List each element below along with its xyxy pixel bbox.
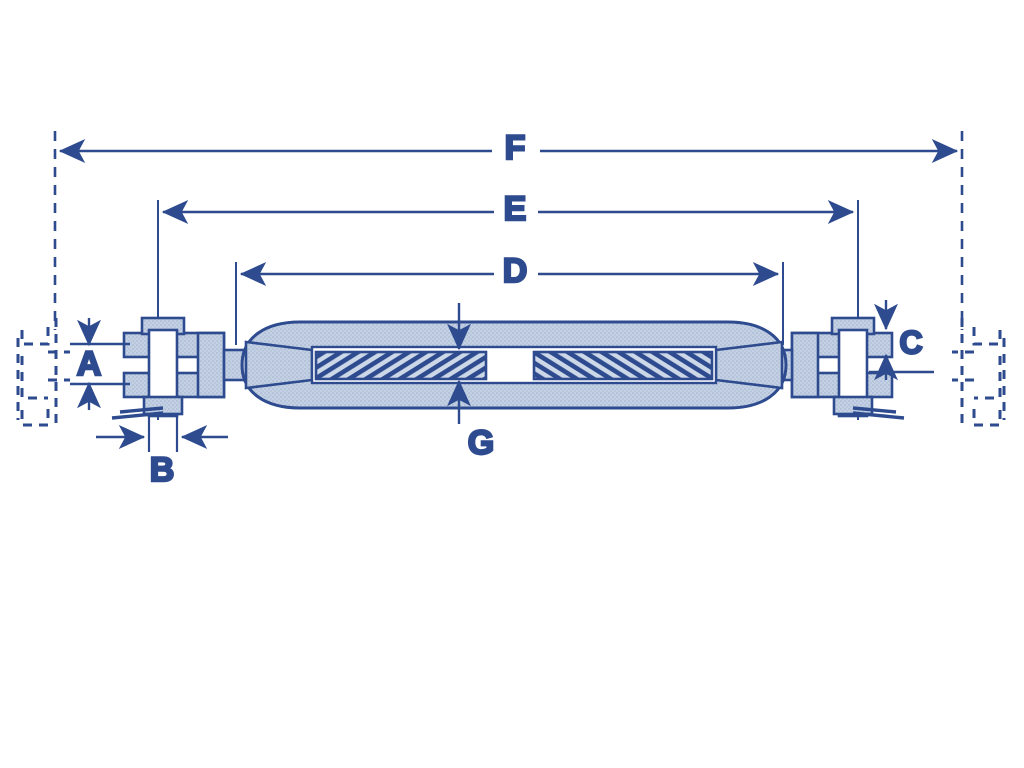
right-cotter-pin (852, 406, 905, 420)
left-jaw-throat-block (196, 331, 226, 399)
dimension-a: A (70, 318, 130, 410)
right-jaw-end-fitting (768, 316, 905, 420)
right-jaw-pin-collar (832, 395, 874, 416)
dimension-c: C (869, 300, 934, 381)
dimension-label-b: B (150, 451, 175, 489)
left-jaw-end-fitting (111, 316, 248, 420)
body-right-boss (714, 340, 784, 390)
dimension-label-a: A (77, 345, 102, 383)
left-cotter-pin (111, 406, 164, 420)
left-threaded-rod (314, 350, 488, 381)
dimension-e: E (161, 189, 855, 229)
dimension-f: F (58, 128, 959, 168)
dimension-label-f: F (505, 129, 526, 167)
dimension-label-g: G (468, 424, 494, 462)
dimension-label-d: D (503, 252, 528, 290)
left-jaw-pin-collar (142, 395, 184, 416)
right-threaded-rod (532, 350, 714, 381)
right-phantom-fitting (952, 318, 1006, 430)
body-left-boss (244, 340, 314, 390)
left-phantom-fitting (16, 318, 70, 430)
dimension-b: B (96, 414, 228, 490)
dimension-d: D (239, 251, 780, 291)
right-jaw-throat-block (790, 331, 820, 399)
dimension-label-e: E (504, 190, 527, 228)
dimension-g: G (447, 303, 495, 463)
dimension-label-c: C (899, 324, 922, 360)
